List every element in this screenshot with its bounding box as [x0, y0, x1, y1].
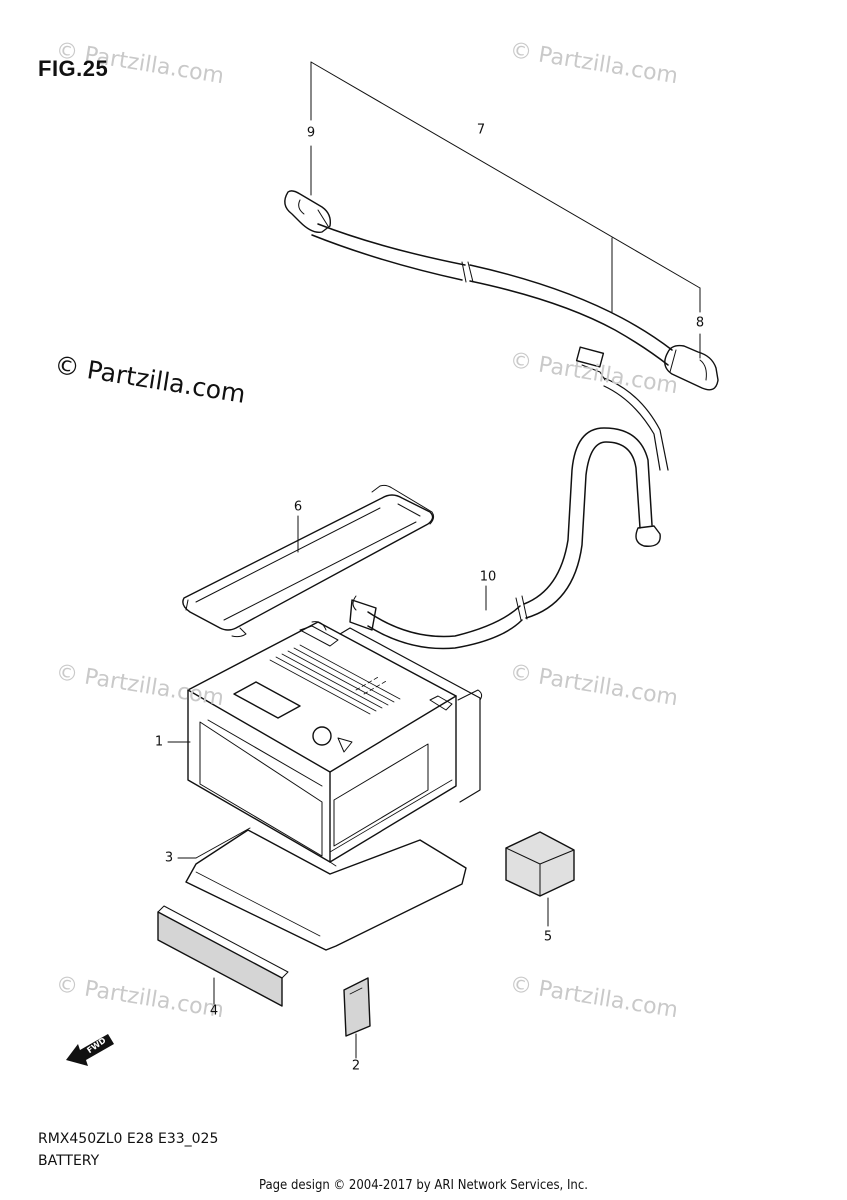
battery — [187, 621, 483, 867]
battery-minus-lead-wire — [349, 346, 669, 650]
leader-lines-parts — [167, 515, 549, 1059]
callout-5[interactable]: 5 — [543, 929, 553, 945]
callout-7[interactable]: 7 — [476, 122, 486, 138]
callout-4[interactable]: 4 — [209, 1003, 219, 1019]
section-name: BATTERY — [38, 1153, 100, 1169]
callout-2[interactable]: 2 — [351, 1058, 361, 1074]
callout-9[interactable]: 9 — [306, 125, 316, 141]
figure-title: FIG.25 — [38, 56, 109, 81]
battery-plate — [185, 829, 467, 951]
terminal-boot-9 — [284, 190, 332, 233]
battery-plus-lead-wire — [311, 223, 673, 366]
callout-1[interactable]: 1 — [154, 734, 164, 750]
callout-8[interactable]: 8 — [695, 315, 705, 331]
terminal-boot-8 — [664, 344, 719, 391]
callout-6[interactable]: 6 — [293, 499, 303, 515]
callout-3[interactable]: 3 — [164, 850, 174, 866]
battery-band — [182, 484, 435, 638]
caution-label — [343, 977, 371, 1037]
page-footer: Page design © 2004-2017 by ARI Network S… — [259, 1178, 588, 1193]
pad — [157, 905, 289, 1007]
callout-10[interactable]: 10 — [479, 569, 497, 585]
model-code: RMX450ZL0 E28 E33_025 — [38, 1131, 219, 1147]
forward-arrow-icon — [66, 1034, 114, 1066]
part-5-block — [505, 831, 575, 897]
leader-lines-cable-assembly — [310, 61, 701, 359]
